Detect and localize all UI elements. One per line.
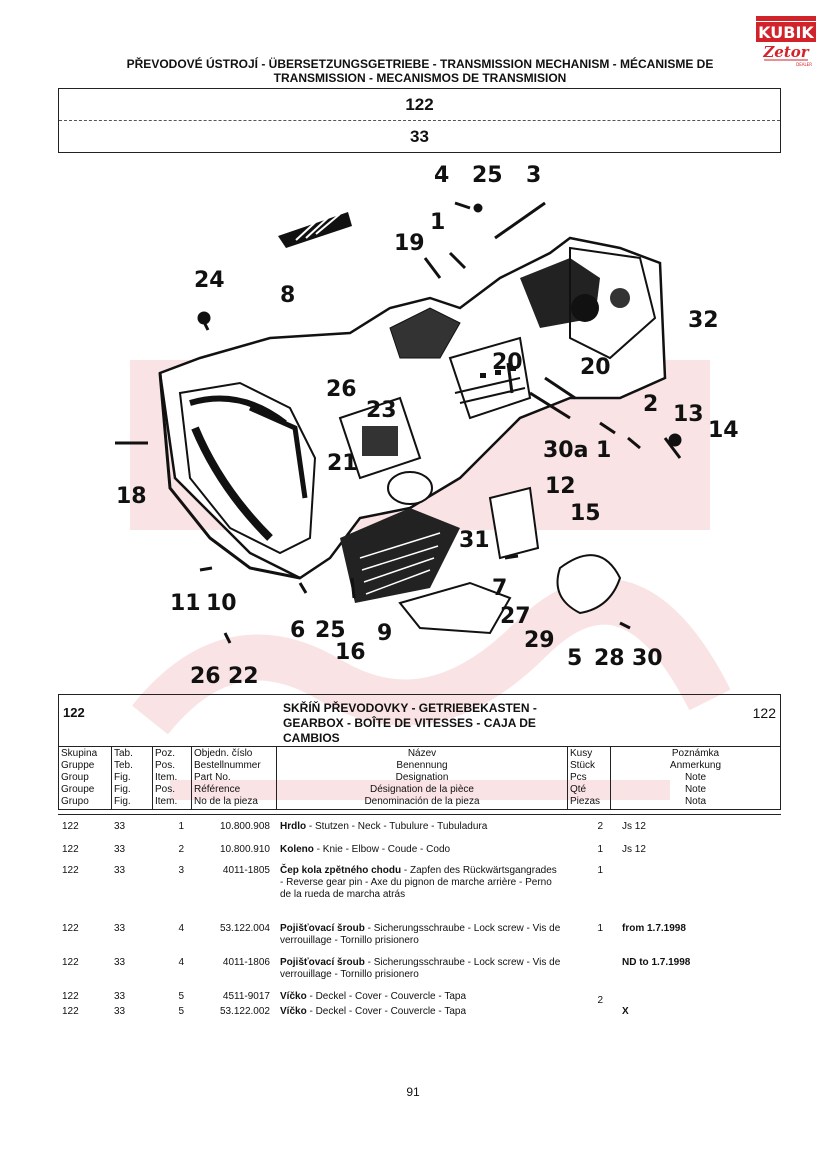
callout-12: 12 bbox=[545, 474, 576, 499]
callout-9: 9 bbox=[377, 621, 393, 646]
section-code-right: 122 bbox=[752, 705, 776, 721]
callout-23: 23 bbox=[366, 398, 397, 423]
callout-8: 8 bbox=[280, 283, 296, 308]
callout-15: 15 bbox=[570, 501, 601, 526]
col-table: Tab.Teb.Fig.Fig.Fig. bbox=[111, 746, 153, 810]
callout-28: 28 bbox=[594, 646, 625, 671]
callout-13: 13 bbox=[673, 402, 704, 427]
callout-4: 4 bbox=[434, 163, 450, 188]
section-name: SKŘÍŇ PŘEVODOVKY - GETRIEBEKASTEN - GEAR… bbox=[283, 701, 537, 745]
callout-30: 30 bbox=[632, 646, 663, 671]
callout-5: 5 bbox=[567, 646, 583, 671]
callout-32: 32 bbox=[688, 308, 719, 333]
callout-25: 25 bbox=[472, 163, 503, 188]
callout-29: 29 bbox=[524, 628, 555, 653]
table-number: 33 bbox=[59, 120, 780, 152]
callout-26-lower: 26 bbox=[190, 664, 221, 689]
group-number: 122 bbox=[405, 94, 434, 114]
callout-19: 19 bbox=[394, 231, 425, 256]
callout-18: 18 bbox=[116, 484, 147, 509]
callout-30a: 30a bbox=[543, 438, 589, 463]
section-code: 122 bbox=[63, 705, 85, 720]
callout-21: 21 bbox=[327, 451, 358, 476]
kubik-zetor-logo: KUBIK Zetor DEALER bbox=[756, 16, 816, 67]
callout-7: 7 bbox=[492, 576, 508, 601]
page-number: 91 bbox=[406, 1085, 420, 1099]
callout-2: 2 bbox=[643, 392, 659, 417]
callout-20-right: 20 bbox=[580, 355, 611, 380]
gearbox-exploded-diagram bbox=[115, 201, 682, 644]
callout-27: 27 bbox=[500, 604, 531, 629]
svg-text:KUBIK: KUBIK bbox=[758, 23, 814, 42]
callout-26: 26 bbox=[326, 377, 357, 402]
callout-1: 1 bbox=[430, 210, 446, 235]
document-title: PŘEVODOVÉ ÚSTROJÍ - ÜBERSETZUNGSGETRIEBE… bbox=[126, 57, 714, 85]
callout-14: 14 bbox=[708, 418, 739, 443]
svg-text:Zetor: Zetor bbox=[762, 43, 809, 61]
callout-16: 16 bbox=[335, 640, 366, 665]
callout-6: 6 bbox=[290, 618, 306, 643]
callout-11: 11 bbox=[170, 591, 201, 616]
callout-25-lower: 25 bbox=[315, 618, 346, 643]
callout-24: 24 bbox=[194, 268, 225, 293]
callout-3: 3 bbox=[526, 163, 542, 188]
col-pos: Poz.Pos.Item.Pos.Item. bbox=[152, 746, 192, 810]
section-header: 122 SKŘÍŇ PŘEVODOVKY - GETRIEBEKASTEN - … bbox=[58, 694, 781, 747]
group-header-box: 122 33 bbox=[58, 88, 781, 153]
callout-20-left: 20 bbox=[492, 350, 523, 375]
svg-text:DEALER: DEALER bbox=[796, 62, 812, 67]
callout-10: 10 bbox=[206, 591, 237, 616]
callout-31: 31 bbox=[459, 528, 490, 553]
callout-1-lower: 1 bbox=[596, 438, 612, 463]
callout-22: 22 bbox=[228, 664, 259, 689]
